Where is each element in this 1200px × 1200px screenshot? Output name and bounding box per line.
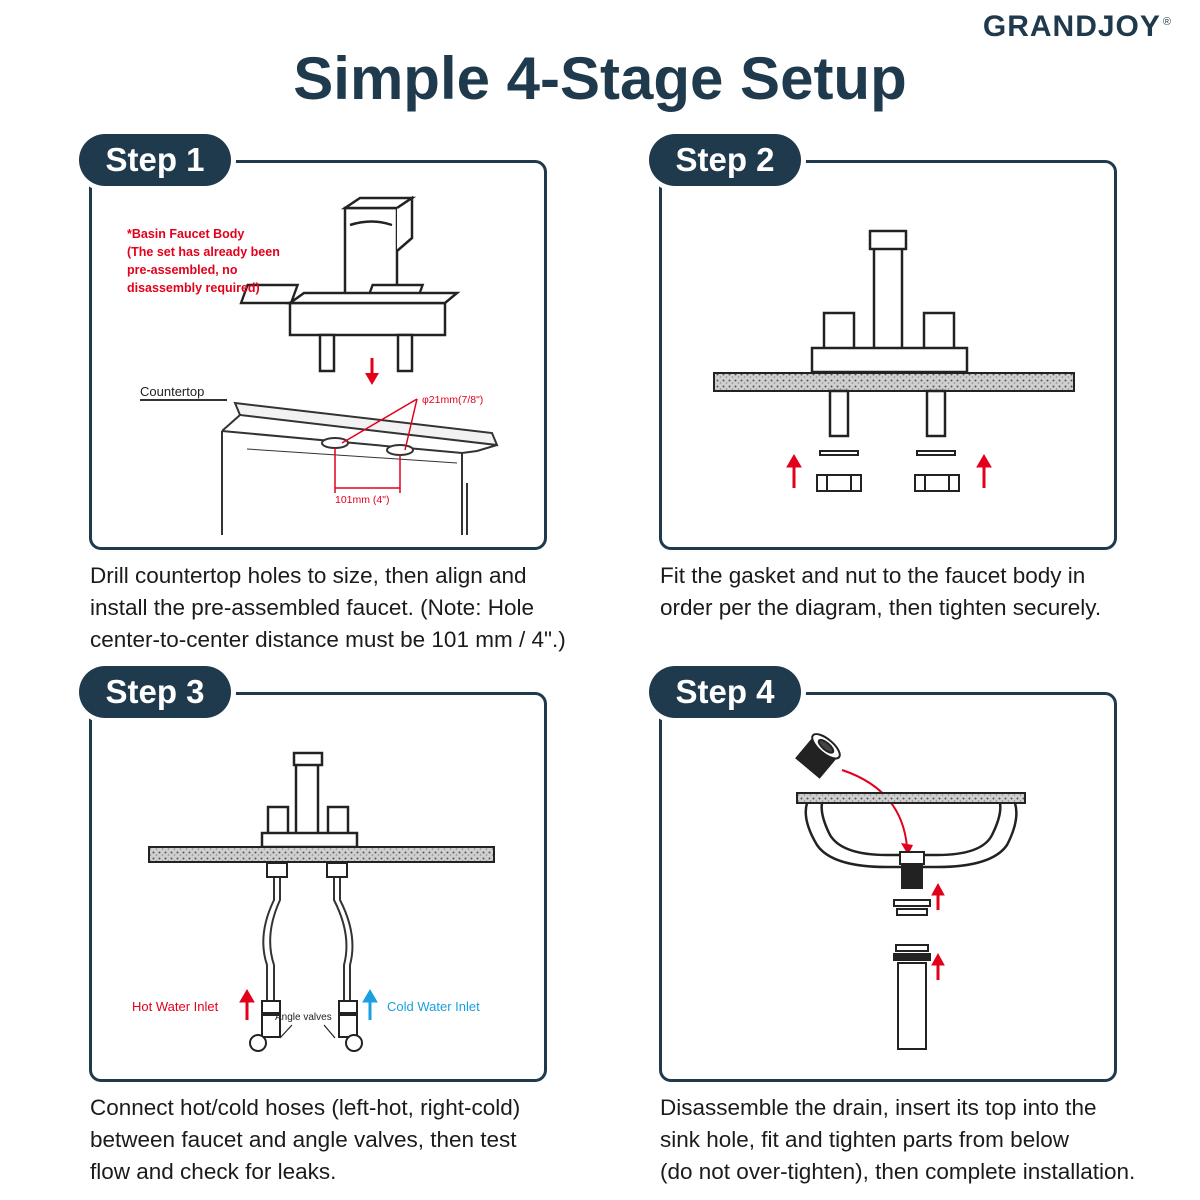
step-4-panel [659, 692, 1117, 1082]
brand-name: GRANDJOY [982, 10, 1161, 43]
step-4-badge: Step 4 [649, 666, 801, 718]
step-1-caption: Drill countertop holes to size, then ali… [90, 560, 566, 656]
step-3-caption: Connect hot/cold hoses (left-hot, right-… [90, 1092, 520, 1188]
hot-arrow-icon [239, 989, 255, 1020]
faucet-illustration [260, 751, 359, 849]
annotation-body-note-1: (The set has already been [127, 245, 280, 259]
step-3-caption-line: flow and check for leaks. [90, 1159, 337, 1184]
down-arrow-icon [365, 358, 379, 385]
faucet-shanks [828, 389, 947, 438]
page-title: Simple 4-Stage Setup [293, 45, 907, 112]
hose-nuts [261, 862, 358, 1014]
step-1-diagram: *Basin Faucet Body (The set has already … [127, 195, 499, 535]
step-2-panel [659, 160, 1117, 550]
countertop-illustration [140, 399, 499, 535]
step-3-badge: Step 3 [79, 666, 231, 718]
faucet-illustration [810, 229, 969, 374]
annotation-hole-size: φ21mm(7/8") [422, 394, 483, 406]
step-1-caption-line: Drill countertop holes to size, then ali… [90, 563, 527, 588]
annotation-distance: 101mm (4") [335, 494, 390, 506]
registered-mark: ® [1162, 16, 1172, 28]
step-1-caption-line: center-to-center distance must be 101 mm… [90, 627, 566, 652]
step-4-caption-line: Disassemble the drain, insert its top in… [660, 1095, 1097, 1120]
nut-icon [816, 474, 960, 492]
up-arrow-icon [931, 882, 945, 980]
annotation-countertop: Countertop [140, 384, 204, 399]
valve-pointer-arrows [279, 1024, 336, 1039]
annotation-cold: Cold Water Inlet [387, 999, 480, 1014]
step-1-panel: *Basin Faucet Body (The set has already … [89, 160, 547, 550]
step-2-caption: Fit the gasket and nut to the faucet bod… [660, 560, 1101, 624]
step-2-badge: Step 2 [649, 134, 801, 186]
drain-body [893, 851, 931, 1050]
step-4-caption: Disassemble the drain, insert its top in… [660, 1092, 1135, 1188]
brand-logo: GRANDJOY® [983, 10, 1172, 44]
supply-hoses [262, 865, 354, 1005]
annotation-hot: Hot Water Inlet [132, 999, 219, 1014]
insert-arrow [841, 769, 908, 848]
step-3-panel: Hot Water Inlet Cold Water Inlet Angle v… [89, 692, 547, 1082]
up-arrow-icon [786, 454, 992, 488]
step-2-diagram [713, 229, 1075, 492]
annotation-valves: Angle valves [275, 1012, 332, 1023]
step-2-caption-line: order per the diagram, then tighten secu… [660, 595, 1102, 620]
countertop-slab [713, 372, 1075, 392]
faucet-body-illustration [239, 195, 461, 373]
annotation-body-note-3: disassembly required) [127, 281, 260, 295]
countertop-slab [796, 792, 1026, 804]
angle-valve-icon [249, 1014, 363, 1052]
annotation-body-note-2: pre-assembled, no [127, 263, 238, 277]
gasket-icon [819, 450, 956, 456]
step-3-diagram: Hot Water Inlet Cold Water Inlet Angle v… [132, 751, 495, 1052]
step-3-caption-line: between faucet and angle valves, then te… [90, 1127, 517, 1152]
step-4-diagram [795, 733, 1026, 1050]
countertop-slab [148, 846, 495, 863]
dimension-lines [334, 398, 418, 493]
step-4-caption-line: sink hole, fit and tighten parts from be… [660, 1127, 1069, 1152]
step-2-caption-line: Fit the gasket and nut to the faucet bod… [660, 563, 1086, 588]
step-1-caption-line: install the pre-assembled faucet. (Note:… [90, 595, 534, 620]
cold-arrow-icon [362, 989, 378, 1020]
annotation-body-title: *Basin Faucet Body [127, 227, 244, 241]
step-3-caption-line: Connect hot/cold hoses (left-hot, right-… [90, 1095, 521, 1120]
step-4-caption-line: (do not over-tighten), then complete ins… [660, 1159, 1136, 1184]
drain-top-icon [795, 733, 841, 779]
step-1-badge: Step 1 [79, 134, 231, 186]
insert-arrow-head [901, 843, 913, 855]
